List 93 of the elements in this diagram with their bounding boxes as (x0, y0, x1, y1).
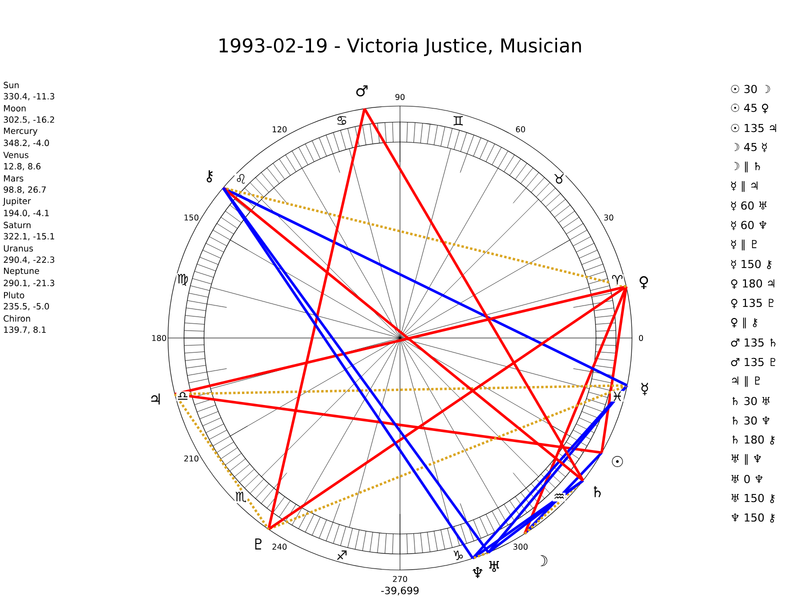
zodiac-sign: ♉ (552, 174, 566, 184)
aspect-line (174, 393, 270, 530)
aspect-entry: ♅ 0 ♆ (732, 474, 762, 484)
aspect-entry: ☿ ∥ ♇ (731, 240, 757, 250)
aspect-entry: ♀ 180 ♃ (731, 279, 774, 289)
position-text: 302.5, -16.2 (4, 116, 54, 124)
position-text: 322.1, -15.1 (4, 233, 54, 240)
position-text: 348.2, -4.0 (4, 140, 49, 147)
aspect-entry: ♄ 180 ⚷ (732, 435, 775, 445)
aspect-entry: ♀ ∥ ⚷ (731, 318, 758, 328)
position-text: 194.0, -4.1 (4, 210, 49, 218)
degree-label: 210 (184, 455, 198, 462)
zodiac-sign: ♈ (610, 274, 624, 286)
aspect-line (600, 286, 628, 453)
zodiac-sign: ♑ (452, 550, 465, 561)
position-text: Uranus (4, 245, 33, 252)
degree-label: 90 (395, 94, 405, 100)
planet-glyph: ♇ (255, 538, 262, 550)
degree-label: 180 (152, 334, 166, 342)
aspect-line (268, 286, 627, 530)
aspect-entry: ☉ 45 ♀ (731, 104, 768, 114)
aspect-entry: ♃ ∥ ♇ (732, 376, 760, 387)
score-text: -39,699 (381, 586, 419, 596)
planet-glyph: ♅ (489, 560, 499, 572)
planet-glyph: ♂ (356, 85, 368, 96)
aspect-entry: ♂ 135 ♇ (731, 358, 776, 366)
zodiac-sign: ♋ (335, 116, 348, 126)
degree-label: 150 (184, 214, 198, 221)
position-text: 290.4, -22.3 (4, 256, 54, 264)
aspect-entry: ♆ 150 ⚷ (732, 513, 775, 523)
aspect-line (363, 108, 584, 482)
degree-label: 300 (513, 544, 528, 550)
aspect-line (222, 186, 584, 482)
zodiac-sign: ♒ (552, 492, 566, 502)
zodiac-sign: ♍ (176, 273, 190, 286)
aspect-line (524, 286, 628, 534)
zodiac-sign: ♌ (234, 174, 248, 184)
position-text: 139.7, 8.1 (4, 326, 46, 334)
position-text: Neptune (4, 268, 40, 276)
aspect-line (268, 384, 628, 530)
zodiac-sign: ♐ (335, 550, 348, 561)
planet-glyph: ☉ (612, 456, 623, 467)
position-text: 330.4, -11.3 (4, 93, 54, 100)
aspect-entry: ♂ 135 ♄ (731, 338, 776, 347)
degree-label: 120 (272, 126, 287, 132)
aspect-entry: ☿ 150 ⚷ (731, 260, 772, 270)
position-text: Moon (4, 105, 26, 112)
position-text: Chiron (4, 315, 30, 322)
aspect-entry: ♄ 30 ♆ (732, 416, 770, 425)
aspect-line (267, 108, 366, 530)
aspect-entry: ♄ 30 ♅ (732, 396, 770, 406)
title: 1993-02-19 - Victoria Justice, Musician (220, 38, 581, 56)
planet-glyph: ♄ (594, 486, 601, 498)
aspect-line (472, 551, 489, 560)
position-text: Saturn (4, 222, 31, 228)
position-text: 98.8, 26.7 (4, 186, 46, 194)
degree-label: 60 (516, 126, 526, 132)
planet-glyph: ♀ (640, 276, 648, 290)
degree-label: 270 (392, 576, 408, 582)
aspect-entry: ☿ 60 ♆ (731, 220, 766, 230)
aspect-entry: ☽ ∥ ♄ (734, 162, 760, 172)
aspect-entry: ♅ 150 ⚷ (732, 494, 775, 504)
position-text: 290.1, -21.3 (4, 280, 54, 288)
aspect-entry: ☿ ∥ ♃ (731, 181, 758, 192)
degree-label: 0 (639, 334, 644, 342)
zodiac-sign: ♊ (452, 115, 465, 126)
aspect-line (174, 285, 626, 396)
aspect-entry: ☽ 45 ☿ (734, 142, 767, 152)
aspect-entry: ♀ 135 ♇ (731, 298, 774, 308)
position-text: Mars (4, 175, 24, 182)
position-text: Mercury (4, 128, 38, 136)
aspect-entry: ☉ 135 ♃ (731, 124, 776, 132)
aspect-entry: ☿ 60 ♅ (731, 201, 766, 211)
zodiac-sign: ♏ (234, 491, 248, 504)
aspect-line (524, 452, 603, 535)
degree-label: 30 (604, 214, 614, 221)
planet-glyph: ♃ (151, 394, 160, 404)
aspect-line (472, 479, 584, 560)
zodiac-sign: ♎ (176, 391, 190, 402)
position-text: 12.8, 8.6 (4, 163, 40, 170)
degree-label: 240 (272, 544, 287, 550)
aspect-line (222, 186, 628, 387)
planet-glyph: ♆ (472, 567, 482, 578)
planet-glyph: ☽ (540, 555, 548, 566)
planet-glyph: ⚷ (206, 170, 213, 182)
position-text: Pluto (4, 292, 24, 298)
position-text: Venus (3, 152, 28, 158)
position-text: Sun (4, 82, 19, 88)
aspect-entry: ☉ 30 ☽ (731, 84, 770, 94)
planet-glyph: ☿ (641, 382, 648, 396)
position-text: 235.5, -5.0 (4, 303, 49, 310)
position-text: Jupiter (2, 198, 31, 206)
aspect-entry: ♅ ∥ ♆ (732, 454, 761, 465)
